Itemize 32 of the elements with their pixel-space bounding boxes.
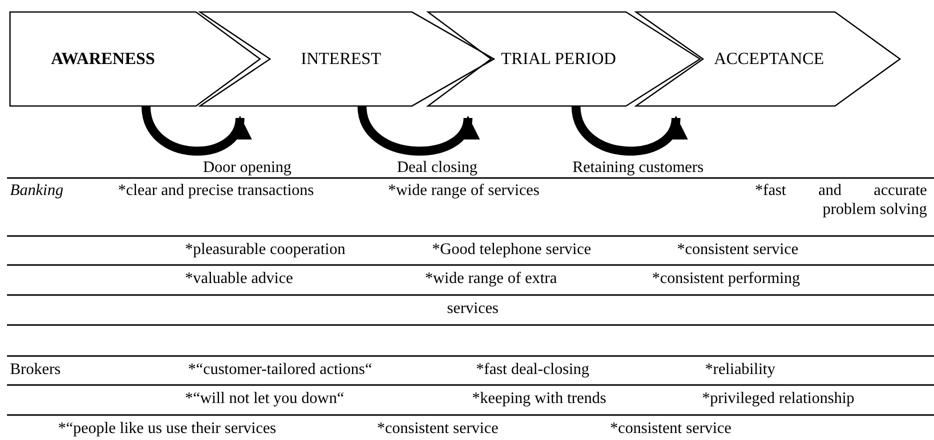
table-entry: *“will not let you down“ xyxy=(185,389,344,408)
chevron-shape xyxy=(10,12,260,106)
edge-label: Deal closing xyxy=(395,159,480,177)
table-entry: *consistent service xyxy=(610,419,732,438)
edge-label: Door opening xyxy=(201,159,294,177)
table-entry: *“people like us use their services xyxy=(58,419,276,438)
table-entry: *wide range of services xyxy=(388,181,540,200)
table-entry: *reliability xyxy=(705,360,776,379)
table-entry: *consistent service xyxy=(677,240,798,259)
stage-label: INTEREST xyxy=(300,49,382,69)
table-entry: *consistent performing xyxy=(652,269,800,288)
stage-label: ACCEPTANCE xyxy=(714,49,824,69)
table-entry: *fast deal-closing xyxy=(476,360,590,379)
table-entry: services xyxy=(447,299,499,318)
chevron-shape xyxy=(428,12,700,106)
table-entry: *“customer-tailored actions“ xyxy=(188,360,372,379)
table-entry: *Good telephone service xyxy=(432,240,592,259)
table-entry: *keeping with trends xyxy=(472,389,606,408)
stage-label: TRIAL PERIOD xyxy=(500,49,616,69)
table-entry: *fast and accurate problem solving xyxy=(755,181,927,219)
table-entry: *clear and precise transactions xyxy=(118,181,314,200)
row-heading: Banking xyxy=(10,181,64,200)
table-entry: *valuable advice xyxy=(185,269,293,288)
table-entry: *pleasurable cooperation xyxy=(185,240,346,259)
edge-label: Retaining customers xyxy=(570,159,706,177)
row-heading: Brokers xyxy=(10,360,61,379)
chevron-shape xyxy=(636,12,900,106)
table-entry: *privileged relationship xyxy=(702,389,854,408)
table-entry: *wide range of extra xyxy=(425,269,557,288)
chevron-shape xyxy=(200,12,494,106)
stage-label: AWARENESS xyxy=(51,49,155,69)
table-entry: *consistent service xyxy=(377,419,498,438)
